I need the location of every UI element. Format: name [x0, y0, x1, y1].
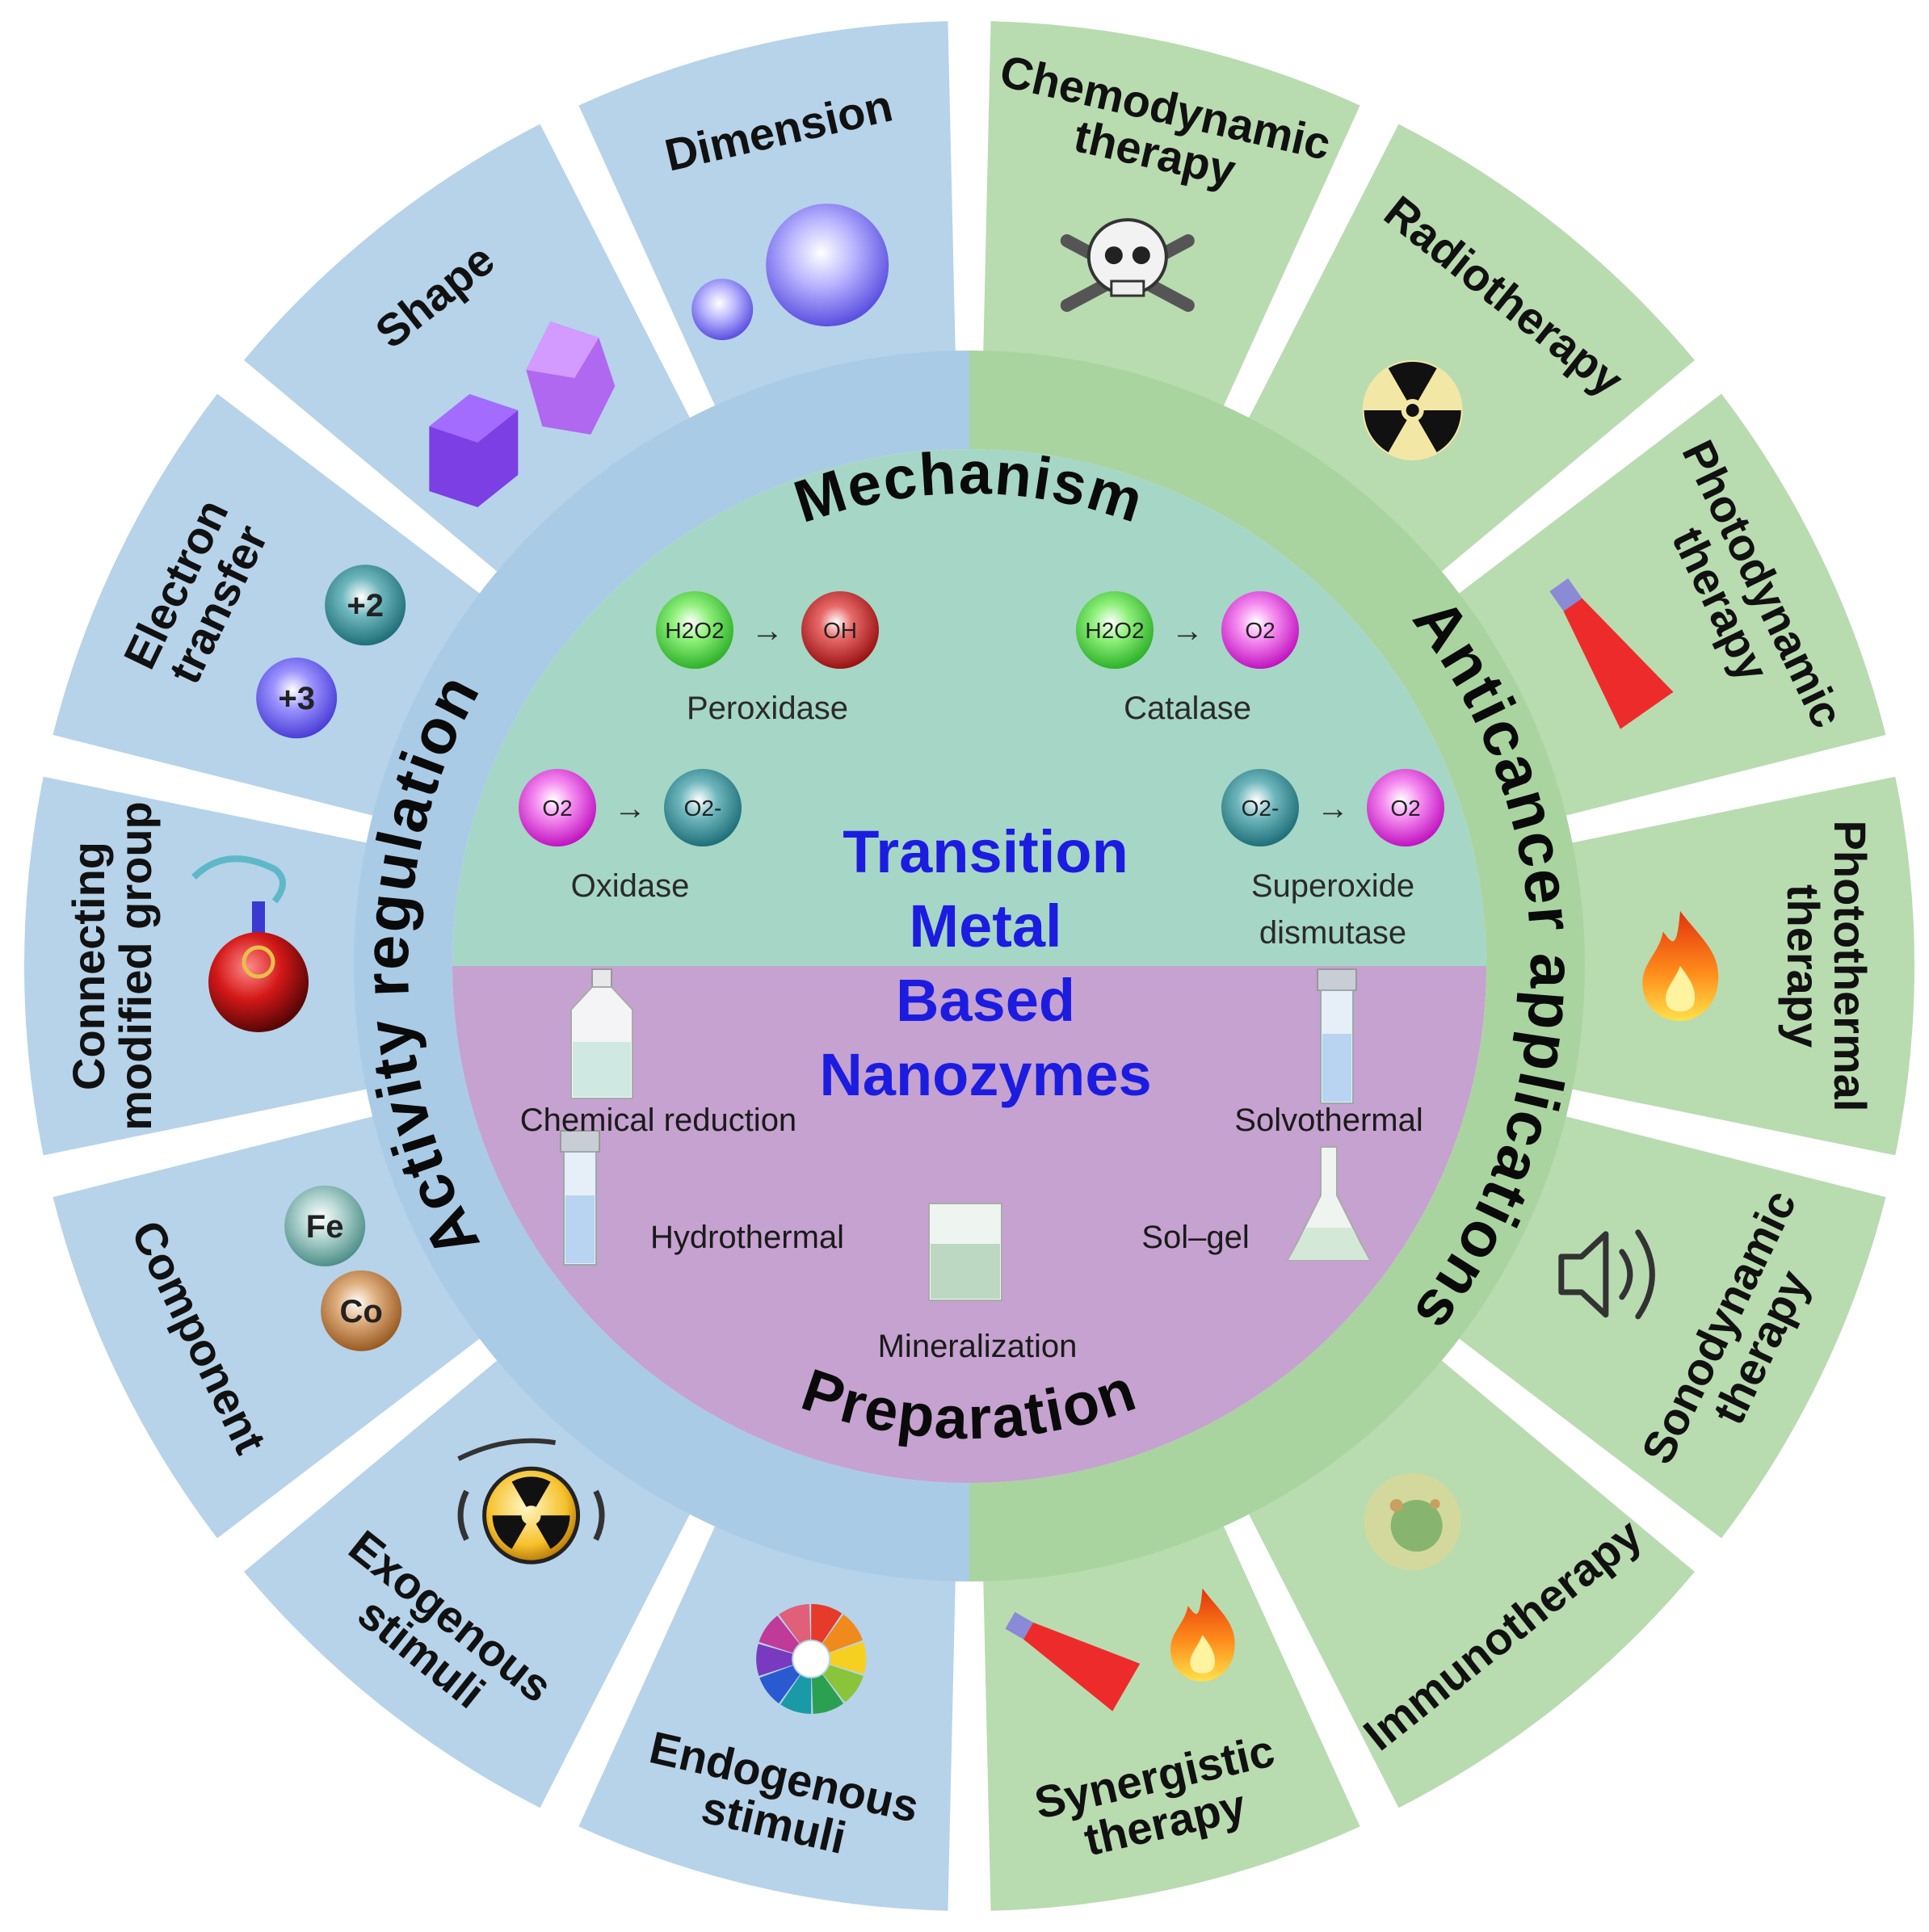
flame-icon	[1642, 911, 1719, 1021]
center-title-line: Transition	[843, 818, 1128, 885]
bead-2-from	[519, 769, 596, 846]
radiation-icon	[1362, 359, 1463, 460]
bead-2-to	[664, 769, 742, 846]
bead-plus3: +3	[278, 681, 315, 716]
label-photothermal-therapy-line: therapy	[1778, 884, 1829, 1048]
anticancer-ring	[969, 351, 1585, 1581]
bead-3-from	[1221, 769, 1299, 846]
label-connecting-modified-group-line: Connecting	[63, 842, 114, 1090]
autoclave-icon	[560, 1130, 600, 1266]
bead-3-to-text: O2	[1390, 796, 1420, 821]
color-wheel-icon	[756, 1603, 867, 1714]
segment-immunotherapy	[1248, 1359, 1695, 1808]
segment-photothermal-therapy	[1570, 776, 1914, 1156]
ball-linker-icon	[191, 855, 309, 1032]
top-divider	[964, 16, 975, 339]
enzyme-label: Catalase	[1124, 691, 1251, 726]
laser-icon	[1549, 578, 1674, 729]
bead-0-to-text: OH	[823, 618, 857, 643]
center-title-line: Nanozymes	[819, 1041, 1151, 1108]
reaction-arrow: →	[751, 613, 784, 649]
prep-method-label: Chemical reduction	[520, 1102, 796, 1138]
segment-radiotherapy	[1248, 124, 1695, 573]
segment-photodynamic-therapy	[1457, 393, 1886, 817]
segment-shape	[244, 124, 691, 573]
bead-co: Co	[339, 1294, 382, 1329]
bead-1-to-text: O2	[1245, 618, 1275, 643]
bead-fe: Fe	[306, 1209, 344, 1245]
prep-method-label: Hydrothermal	[650, 1220, 844, 1255]
segment-synergistic-therapy	[983, 1525, 1360, 1911]
bead-3-from-text: O2-	[1242, 796, 1280, 821]
autoclave-icon	[1317, 968, 1357, 1104]
prep-method-label: Solvothermal	[1234, 1102, 1423, 1138]
segment-exogenous-stimuli	[244, 1359, 691, 1808]
label-connecting-modified-group-line: modified group	[110, 801, 161, 1131]
bead-0-to	[801, 591, 879, 669]
flask-icon	[1287, 1146, 1371, 1261]
bead-0-from	[656, 591, 733, 669]
bead-1-to	[1221, 591, 1299, 669]
bottle-icon	[570, 968, 633, 1099]
bead-0-from-text: H2O2	[665, 618, 724, 643]
immune-cell-icon	[1364, 1473, 1461, 1571]
bead-3-to	[1367, 769, 1444, 846]
laser-flame-icon	[1005, 1611, 1141, 1712]
prep-method-label: Sol–gel	[1141, 1220, 1249, 1255]
enzyme-label: Superoxide	[1251, 868, 1414, 904]
reaction-arrow: →	[614, 791, 646, 826]
skull-icon	[1060, 218, 1195, 313]
bead-1-from	[1076, 591, 1154, 669]
bead-plus2: +2	[347, 588, 384, 624]
center-title-line: Based	[896, 967, 1075, 1034]
reaction-arrow: →	[1171, 613, 1204, 649]
electron-beads: +2 +3	[256, 565, 406, 739]
laser-flame-icon-flame	[1170, 1588, 1235, 1682]
bead-2-from-text: O2	[542, 796, 572, 821]
beaker-icon	[928, 1203, 1002, 1301]
segment-chemodynamic-therapy	[983, 21, 1360, 407]
reaction-arrow: →	[1317, 791, 1349, 826]
label-photothermal-therapy-line: Photothermal	[1825, 821, 1876, 1112]
bead-1-from-text: H2O2	[1085, 618, 1144, 643]
radiation-waves-icon	[457, 1438, 605, 1564]
segment-electron-transfer	[53, 393, 481, 817]
cube-icon	[429, 321, 616, 507]
segment-component	[53, 1115, 481, 1539]
enzyme-label: Peroxidase	[687, 691, 848, 726]
segment-endogenous-stimuli	[578, 1525, 956, 1911]
segment-connecting-modified-group	[24, 776, 368, 1156]
enzyme-label: dismutase	[1259, 915, 1406, 951]
spheres-icon	[691, 204, 889, 341]
prep-method-label: Mineralization	[878, 1329, 1078, 1364]
speaker-icon	[1558, 1229, 1655, 1320]
center-title-line: Metal	[909, 892, 1061, 960]
enzyme-label: Oxidase	[571, 868, 690, 904]
activity-ring	[354, 351, 969, 1581]
segment-sonodynamic-therapy	[1457, 1115, 1886, 1539]
bead-2-to-text: O2-	[684, 796, 722, 821]
